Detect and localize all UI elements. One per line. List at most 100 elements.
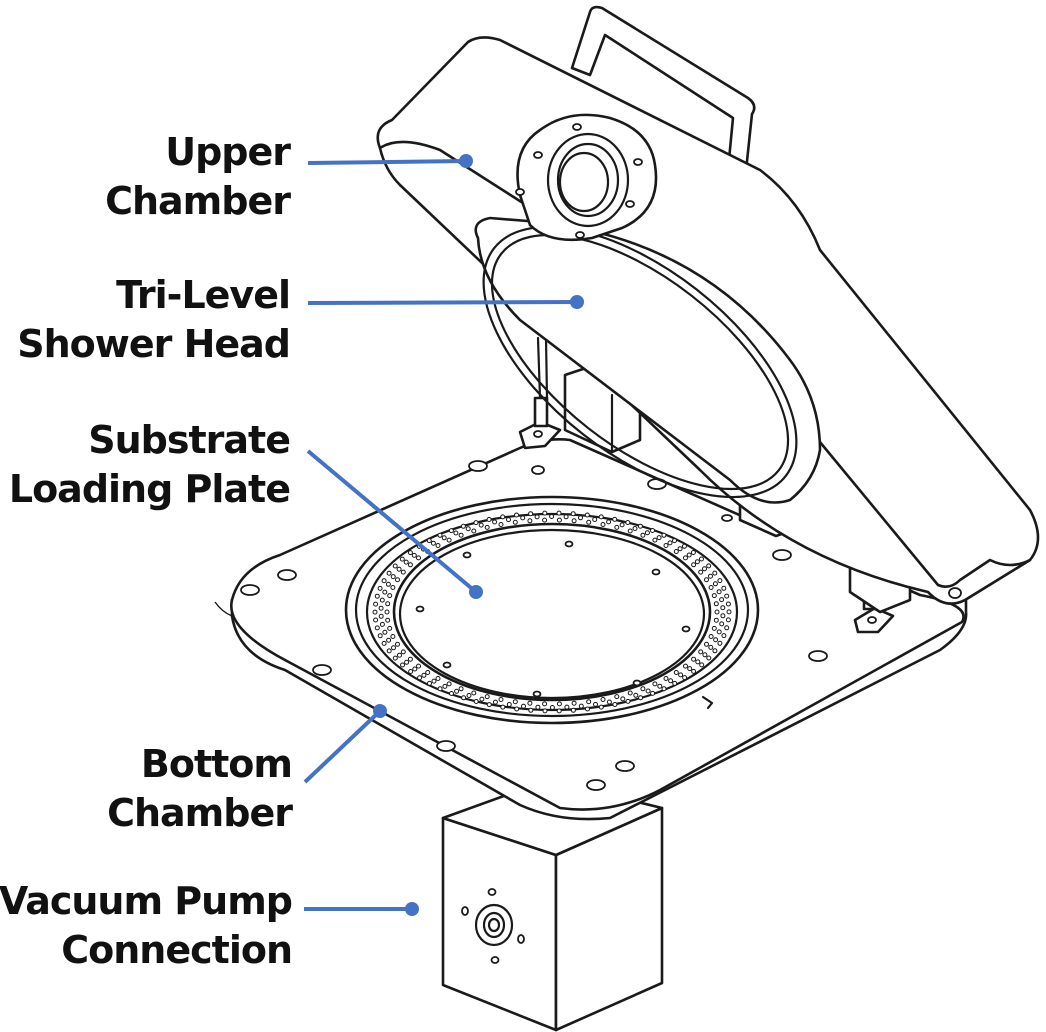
- label-upper-chamber-line2: Chamber: [105, 179, 291, 223]
- perforation-hole: [724, 593, 730, 599]
- perforation-hole: [668, 678, 674, 684]
- perforation-hole: [677, 546, 683, 552]
- perforation-hole: [403, 559, 409, 565]
- perforation-hole: [385, 581, 391, 587]
- perforation-hole: [527, 518, 533, 524]
- label-bottom-chamber-line2: Chamber: [107, 791, 293, 835]
- perforation-hole: [706, 563, 712, 569]
- perforation-hole: [644, 530, 650, 536]
- perforation-hole: [484, 524, 490, 530]
- perforation-hole: [506, 702, 512, 707]
- perforation-hole: [712, 570, 718, 576]
- perforation-hole: [506, 517, 511, 523]
- perforation-hole: [473, 520, 479, 526]
- perforation-hole: [556, 510, 562, 516]
- perforation-hole: [725, 601, 731, 607]
- perforation-hole: [578, 703, 584, 709]
- perforation-hole: [427, 680, 432, 686]
- perforation-hole: [598, 704, 604, 710]
- perforation-hole: [695, 659, 701, 665]
- perforation-hole: [382, 589, 388, 595]
- label-bottom-chamber-line1: Bottom: [141, 742, 292, 786]
- perforation-hole: [724, 625, 730, 631]
- perforation-hole: [612, 702, 618, 707]
- perforation-hole: [542, 708, 548, 714]
- perforation-hole: [471, 690, 477, 696]
- perforation-hole: [397, 652, 402, 658]
- perforation-hole: [441, 535, 447, 541]
- diagram-labels: Upper Chamber Tri-Level Shower Head Subs…: [0, 130, 294, 972]
- label-upper-chamber-line1: Upper: [165, 130, 291, 174]
- label-vacuum-pump-line1: Vacuum Pump: [0, 879, 292, 923]
- perforation-hole: [384, 609, 390, 615]
- perforation-hole: [571, 518, 577, 524]
- perforation-hole: [395, 577, 400, 583]
- leader-dot-upper-chamber: [459, 154, 473, 168]
- perforation-hole: [593, 701, 598, 707]
- perforation-hole: [556, 517, 562, 523]
- perforation-hole: [492, 699, 498, 705]
- perforation-hole: [373, 617, 379, 623]
- perforation-hole: [645, 688, 651, 694]
- perforation-hole: [500, 514, 506, 520]
- perforation-hole: [549, 514, 555, 519]
- perforation-hole: [571, 700, 577, 706]
- perforation-hole: [379, 597, 385, 603]
- perforation-hole: [527, 700, 533, 706]
- perforation-hole: [390, 634, 396, 639]
- perforation-hole: [704, 577, 709, 583]
- perforation-hole: [702, 652, 708, 658]
- perforation-hole: [407, 550, 413, 556]
- perforation-hole: [640, 532, 646, 538]
- perforation-hole: [395, 641, 400, 647]
- perforation-hole: [713, 601, 719, 607]
- perforation-hole: [391, 645, 396, 651]
- perforation-hole: [446, 681, 452, 687]
- perforation-hole: [411, 552, 417, 558]
- substrate-loading-area: [344, 495, 760, 725]
- perforation-hole: [656, 535, 662, 541]
- perforation-hole: [382, 629, 388, 635]
- perforation-hole: [563, 514, 569, 520]
- perforation-hole: [466, 693, 472, 698]
- perforation-hole: [425, 670, 431, 675]
- perforation-hole: [716, 629, 722, 635]
- perforation-hole: [534, 514, 540, 520]
- perforation-hole: [486, 517, 492, 522]
- perforation-hole: [374, 625, 380, 631]
- perforation-hole: [407, 562, 413, 568]
- perforation-hole: [373, 601, 379, 607]
- perforation-hole: [726, 609, 732, 615]
- perforation-hole: [570, 707, 576, 713]
- perforation-hole: [633, 692, 639, 698]
- perforation-hole: [417, 675, 423, 681]
- perforation-hole: [586, 519, 592, 525]
- perforation-hole: [716, 589, 722, 595]
- label-substrate-plate-line2: Loading Plate: [9, 467, 290, 511]
- perforation-hole: [500, 704, 506, 710]
- perforation-hole: [385, 617, 391, 623]
- perforation-hole: [426, 538, 432, 544]
- perforation-hole: [374, 593, 380, 599]
- perforation-hole: [379, 621, 385, 627]
- perforation-hole: [408, 669, 414, 674]
- perforation-hole: [400, 662, 405, 668]
- perforation-hole: [686, 552, 692, 558]
- perforation-hole: [627, 528, 633, 534]
- perforation-hole: [598, 514, 604, 520]
- perforation-hole: [421, 672, 427, 678]
- perforation-hole: [678, 672, 684, 678]
- plate-holes: [240, 460, 828, 791]
- perforation-hole: [614, 694, 620, 700]
- perforation-hole: [449, 691, 454, 696]
- perforation-hole: [514, 706, 520, 712]
- perforation-hole: [454, 688, 460, 694]
- perforation-hole: [404, 659, 410, 665]
- perforation-hole: [717, 640, 723, 646]
- perforation-hole: [479, 696, 485, 702]
- perforation-hole: [542, 517, 548, 523]
- perforation-hole: [638, 695, 644, 701]
- perforation-hole: [458, 532, 464, 538]
- shower-perforations: [372, 510, 732, 714]
